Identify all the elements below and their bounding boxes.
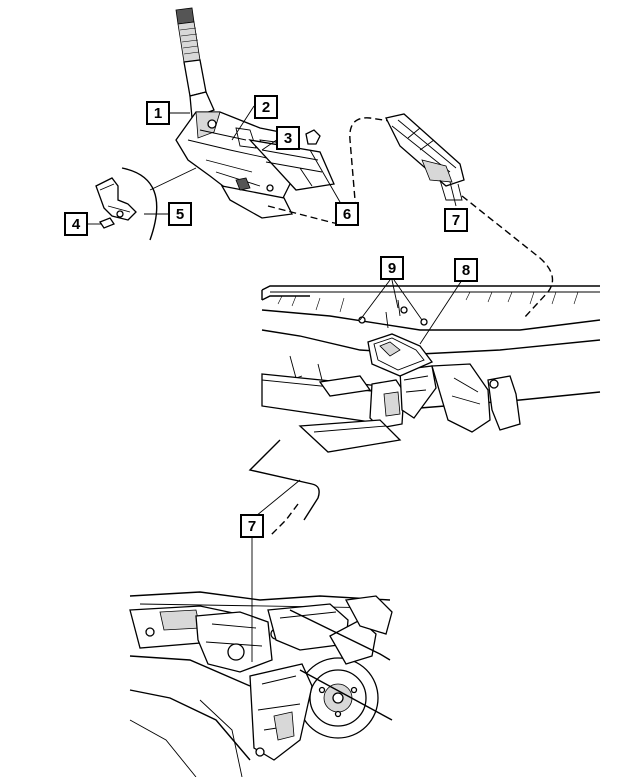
callout-7b: 7 (240, 514, 264, 538)
callout-4: 4 (64, 212, 88, 236)
callout-1: 1 (146, 101, 170, 125)
arc-detail-5 (121, 167, 158, 241)
callout-5: 5 (168, 202, 192, 226)
shifter-assembly (175, 7, 335, 219)
callout-2: 2 (254, 95, 278, 119)
callout-8: 8 (454, 258, 478, 282)
callout-6: 6 (335, 202, 359, 226)
rear-axle-section (129, 591, 393, 777)
bracket-part-4 (95, 177, 137, 229)
leader-lines-upper (88, 105, 341, 225)
nut-part (305, 129, 321, 145)
leader-lines-mid (255, 279, 463, 517)
leader-line-7a (449, 181, 457, 207)
callout-9: 9 (380, 256, 404, 280)
callout-3: 3 (276, 126, 300, 150)
callout-7a: 7 (444, 208, 468, 232)
floor-pan-section (261, 285, 601, 453)
cable-end-bracket (385, 113, 465, 201)
